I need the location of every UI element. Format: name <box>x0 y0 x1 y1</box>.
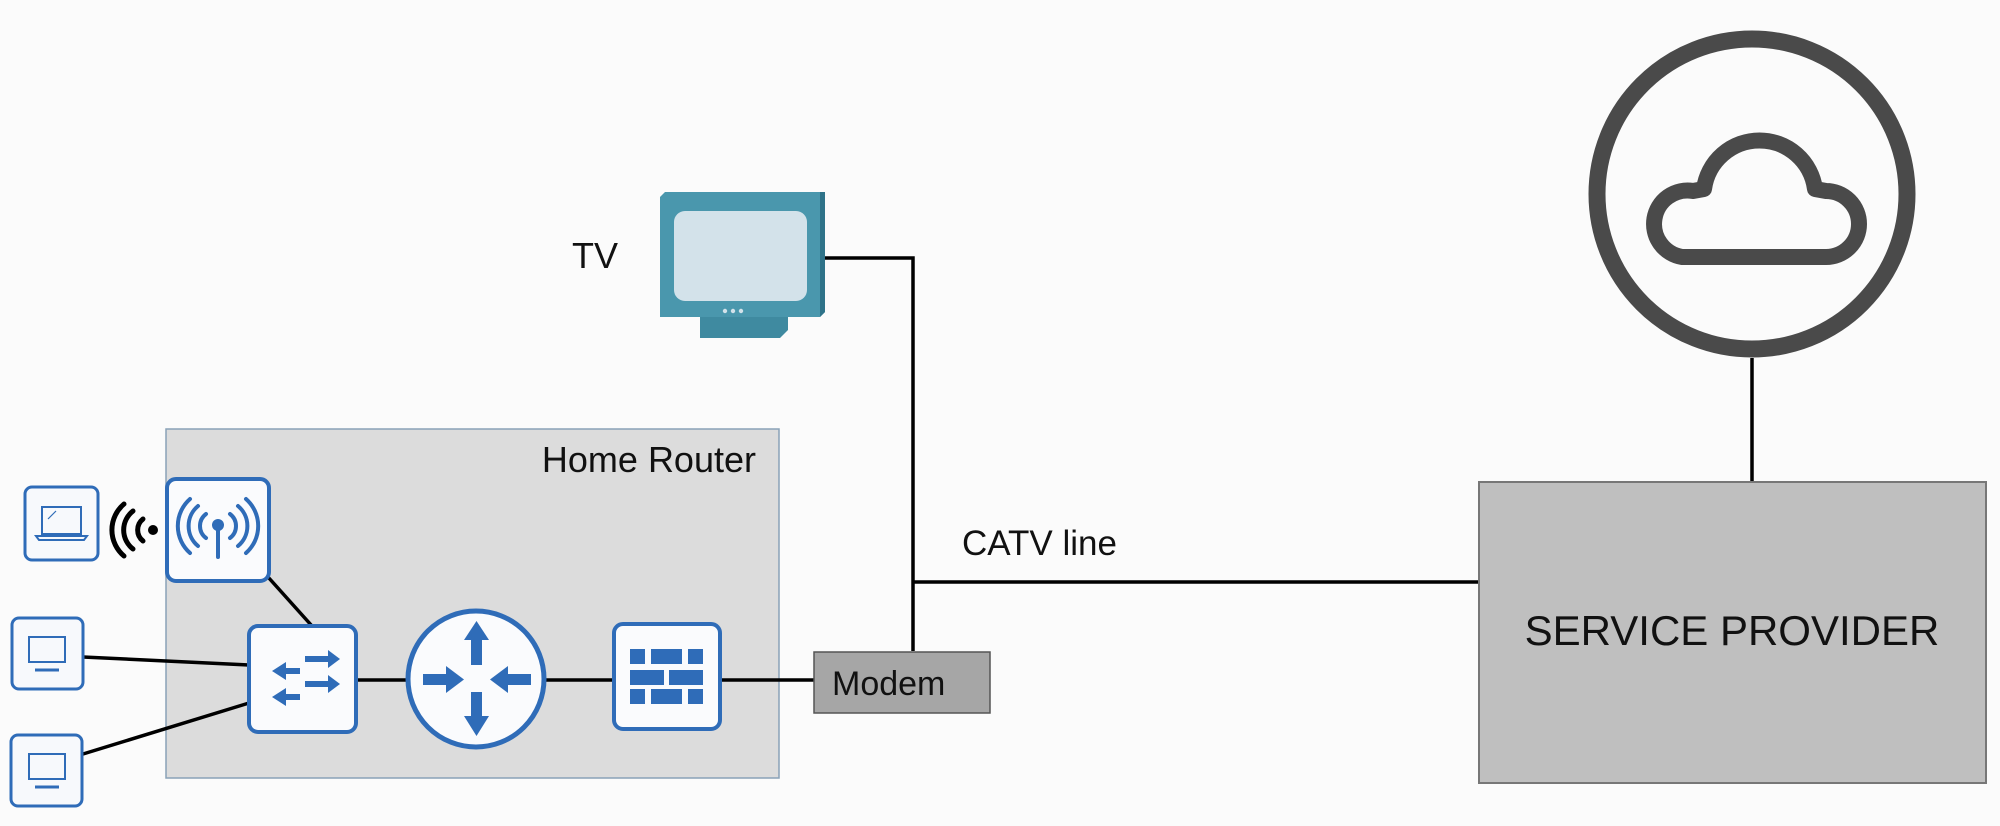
desktop-icon <box>28 753 66 789</box>
router-arrows-icon <box>423 621 531 736</box>
wireless-access-point[interactable] <box>165 477 271 583</box>
desktop-icon <box>28 636 66 672</box>
pc-1[interactable] <box>10 616 85 691</box>
link-pc1-switch <box>82 655 250 667</box>
firewall[interactable] <box>612 622 722 731</box>
modem[interactable]: Modem <box>813 651 991 714</box>
wireless-signal-icon <box>109 501 158 559</box>
service-provider-label: SERVICE PROVIDER <box>1525 607 1940 654</box>
internet-cloud[interactable] <box>1588 30 1916 358</box>
catv-line-label: CATV line <box>962 524 1117 563</box>
pc-2[interactable] <box>9 733 84 808</box>
laptop[interactable] <box>23 485 100 562</box>
laptop-icon <box>34 506 89 541</box>
brick-wall-icon <box>630 649 703 704</box>
link-tv-catv <box>825 256 915 651</box>
modem-label: Modem <box>832 665 945 703</box>
tv-label: TV <box>572 235 618 276</box>
switch[interactable] <box>247 624 358 734</box>
home-router-label: Home Router <box>542 439 756 480</box>
cloud-icon <box>1646 132 1867 265</box>
tv[interactable] <box>660 192 825 338</box>
switch-arrows-icon <box>272 650 340 706</box>
tv-stand <box>700 316 788 338</box>
link-pc2-switch <box>82 701 250 756</box>
antenna-icon <box>175 497 261 559</box>
tv-buttons <box>722 308 744 314</box>
tv-screen <box>674 211 807 301</box>
connections <box>82 256 1754 756</box>
service-provider[interactable]: SERVICE PROVIDER <box>1478 481 1987 784</box>
link-ap-switch <box>266 575 314 628</box>
router[interactable] <box>405 608 547 750</box>
